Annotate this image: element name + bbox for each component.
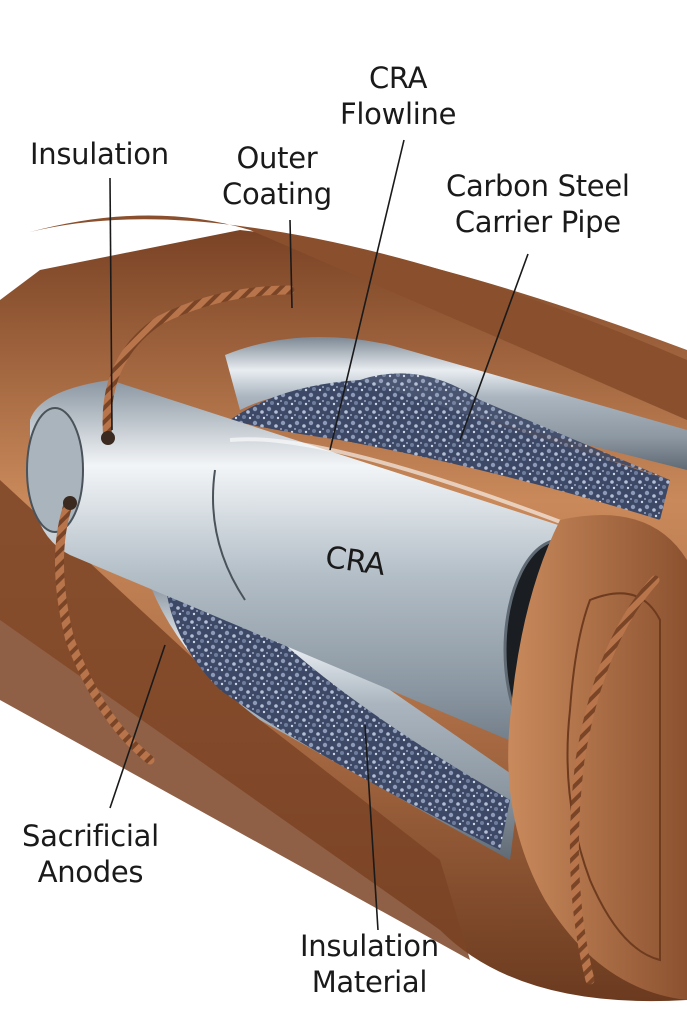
label-cra-flowline-line1: CRA bbox=[368, 61, 428, 95]
label-outer-coating: Outer Coating bbox=[222, 140, 332, 212]
sacrificial-anodes bbox=[55, 285, 660, 985]
label-carbon-steel-line2: Carrier Pipe bbox=[454, 205, 621, 239]
label-insulation-material: Insulation Material bbox=[300, 928, 439, 1000]
label-outer-coating-line2: Coating bbox=[222, 177, 332, 211]
label-cra-flowline-line2: Flowline bbox=[340, 97, 457, 131]
label-sacrificial-line2: Anodes bbox=[37, 855, 144, 889]
leader-carbon-steel bbox=[459, 253, 529, 441]
carrier-pipe-end-face bbox=[508, 515, 687, 1000]
label-sacrificial-anodes: Sacrificial Anodes bbox=[22, 818, 159, 890]
leader-sacrificial-anodes bbox=[109, 644, 166, 809]
leader-insulation-material bbox=[364, 724, 379, 931]
label-insulation-material-line2: Material bbox=[311, 965, 428, 999]
label-carbon-steel-line1: Carbon Steel bbox=[446, 169, 630, 203]
label-sacrificial-line1: Sacrificial bbox=[22, 819, 159, 853]
label-insulation: Insulation bbox=[30, 136, 169, 172]
insulation-material bbox=[165, 373, 670, 850]
leader-lines bbox=[109, 139, 529, 931]
leader-cra-flowline bbox=[329, 139, 405, 451]
leader-insulation bbox=[109, 177, 113, 431]
label-outer-coating-line1: Outer bbox=[236, 141, 318, 175]
label-insulation-material-line1: Insulation bbox=[300, 929, 439, 963]
label-cra-flowline: CRA Flowline bbox=[340, 60, 456, 132]
label-insulation-line1: Insulation bbox=[30, 137, 169, 171]
label-carbon-steel-carrier-pipe: Carbon Steel Carrier Pipe bbox=[446, 168, 630, 240]
leader-outer-coating bbox=[289, 219, 293, 309]
